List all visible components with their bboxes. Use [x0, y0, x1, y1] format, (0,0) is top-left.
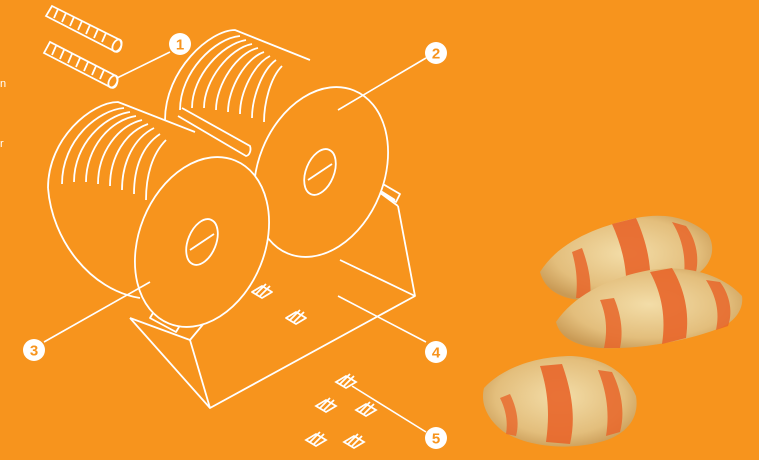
stand-slot — [252, 284, 272, 298]
pillow-piece — [316, 398, 336, 412]
stand-slot — [286, 310, 306, 324]
pillow-piece — [356, 402, 376, 416]
callout-3-label: 3 — [30, 343, 38, 360]
callout-1: 1 — [169, 33, 191, 55]
product-photo — [483, 356, 637, 447]
callout-4-label: 4 — [432, 345, 441, 362]
callout-3: 3 — [23, 339, 45, 361]
filling-rod — [44, 42, 120, 89]
callout-2-label: 2 — [432, 46, 440, 63]
filling-rods — [44, 6, 124, 89]
front-roller — [48, 102, 293, 347]
callout-4: 4 — [425, 341, 447, 363]
callout-5-label: 5 — [432, 431, 440, 448]
pillow-piece — [344, 434, 364, 448]
pillow-pieces — [306, 374, 376, 448]
pillow-piece — [306, 432, 326, 446]
callout-1-label: 1 — [176, 37, 184, 54]
callout-5: 5 — [425, 427, 447, 449]
callout-2: 2 — [425, 42, 447, 64]
